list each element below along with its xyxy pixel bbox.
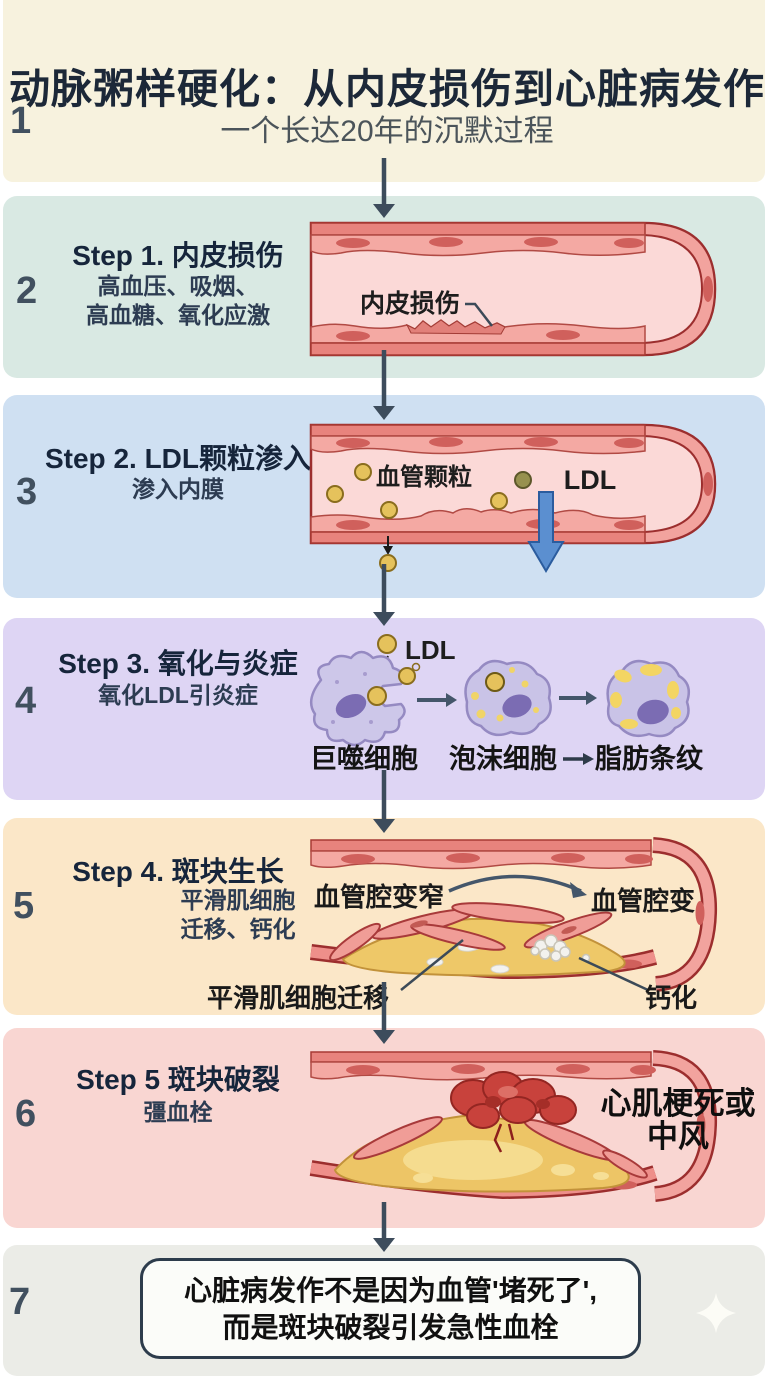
step2-subtext: 渗入内膜 xyxy=(132,476,224,502)
step-number-7: 7 xyxy=(9,1281,31,1323)
step3-heading: Step 3. 氧化与炎症 xyxy=(58,648,298,679)
step-number-5: 5 xyxy=(13,885,35,927)
step2-heading: Step 2. LDL颗粒渗入 xyxy=(44,443,311,474)
step2-section: Step 2. LDL颗粒渗入 渗入内膜 血管颗粒 LDL xyxy=(3,395,765,598)
lumen-narrowing-label-left: 血管腔变窄 xyxy=(314,882,444,912)
blood-particles-label: 血管颗粒 xyxy=(376,463,472,491)
smc-migration-label: 平滑肌细胞迁移 xyxy=(207,983,389,1013)
plaque-growth-illustration: 血管腔变窄 血管腔变 平滑肌细胞迁移 钙化 xyxy=(207,837,718,1013)
macrophage-label: 巨噬细胞 xyxy=(310,743,418,774)
ldl-label: LDL xyxy=(564,465,616,495)
flow-arrow-3 xyxy=(371,564,397,626)
step3-section: Step 3. 氧化与炎症 氧化LDL引炎症 LDL xyxy=(3,618,765,800)
fatty-streak-label: 脂肪条纹 xyxy=(595,744,704,774)
flow-arrow-4 xyxy=(371,770,397,833)
lumen-narrowing-label-right: 血管腔变 xyxy=(591,886,695,916)
foam-cell-label: 泡沫细胞 xyxy=(449,743,557,774)
step5-subtext: 彊血栓 xyxy=(143,1099,213,1125)
step5-section: Step 5 斑块破裂 彊血栓 xyxy=(3,1028,765,1228)
endothelial-damage-label: 内皮损伤 xyxy=(360,290,460,318)
step-number-6: 6 xyxy=(15,1093,37,1135)
page-title: 动脉粥样硬化：从内皮损伤到心脏病发作 xyxy=(9,66,765,112)
conclusion-line2: 而是斑块破裂引发急性血栓 xyxy=(222,1311,559,1343)
plaque-rupture-illustration: 心肌梗死或 中风 xyxy=(309,1050,756,1202)
step1-heading: Step 1. 内皮损伤 xyxy=(72,240,284,271)
vessel-ldl-infiltration-illustration: 血管颗粒 LDL xyxy=(309,423,717,573)
step4-heading: Step 4. 斑块生长 xyxy=(72,856,284,887)
vessel-endothelial-damage-illustration: 内皮损伤 xyxy=(309,221,717,357)
outcome-label-line1: 心肌梗死或 xyxy=(601,1086,756,1121)
step1-section: Step 1. 内皮损伤 高血压、吸烟、 高血糖、氧化应激 内皮损伤 xyxy=(3,196,765,378)
outcome-label-line2: 中风 xyxy=(647,1119,709,1154)
step4-subtext: 平滑肌细胞 迁移、钙化 xyxy=(13,886,403,944)
step1-subtext: 高血压、吸烟、 高血糖、氧化应激 xyxy=(13,272,343,330)
intro-section: 动脉粥样硬化：从内皮损伤到心脏病发作 一个长达20年的沉默过程 xyxy=(3,0,765,182)
ldl-label-step3: LDL xyxy=(405,635,456,665)
step4-subtext-line2: 迁移、钙化 xyxy=(180,916,296,942)
step1-subtext-line1: 高血压、吸烟、 xyxy=(97,273,259,299)
step-number-3: 3 xyxy=(16,471,38,513)
step-number-4: 4 xyxy=(15,680,37,722)
page-subtitle: 一个长达20年的沉默过程 xyxy=(220,115,554,148)
sparkle-decoration xyxy=(696,1293,736,1333)
conclusion-line1: 心脏病发作不是因为血管'堵死了', xyxy=(183,1274,598,1306)
step1-subtext-line2: 高血糖、氧化应激 xyxy=(86,302,270,328)
ldl-penetration-arrow xyxy=(527,491,565,573)
step5-heading: Step 5 斑块破裂 xyxy=(76,1064,280,1095)
thrombus xyxy=(450,1071,577,1153)
flow-arrow-1 xyxy=(371,158,397,218)
conclusion-box: 心脏病发作不是因为血管'堵死了', 而是斑块破裂引发急性血栓 xyxy=(140,1258,641,1359)
flow-arrow-5 xyxy=(371,982,397,1044)
flow-arrow-6 xyxy=(371,1202,397,1252)
conclusion-section: 心脏病发作不是因为血管'堵死了', 而是斑块破裂引发急性血栓 xyxy=(3,1245,765,1376)
macrophage-foam-cell-illustration: LDL 巨 xyxy=(309,634,704,774)
step3-subtext: 氧化LDL引炎症 xyxy=(98,682,258,708)
step-number-1: 1 xyxy=(10,100,32,142)
flow-arrow-2 xyxy=(371,350,397,420)
step-number-2: 2 xyxy=(16,270,38,312)
step4-subtext-line1: 平滑肌细胞 xyxy=(180,887,296,913)
calcification-label: 钙化 xyxy=(645,983,697,1013)
